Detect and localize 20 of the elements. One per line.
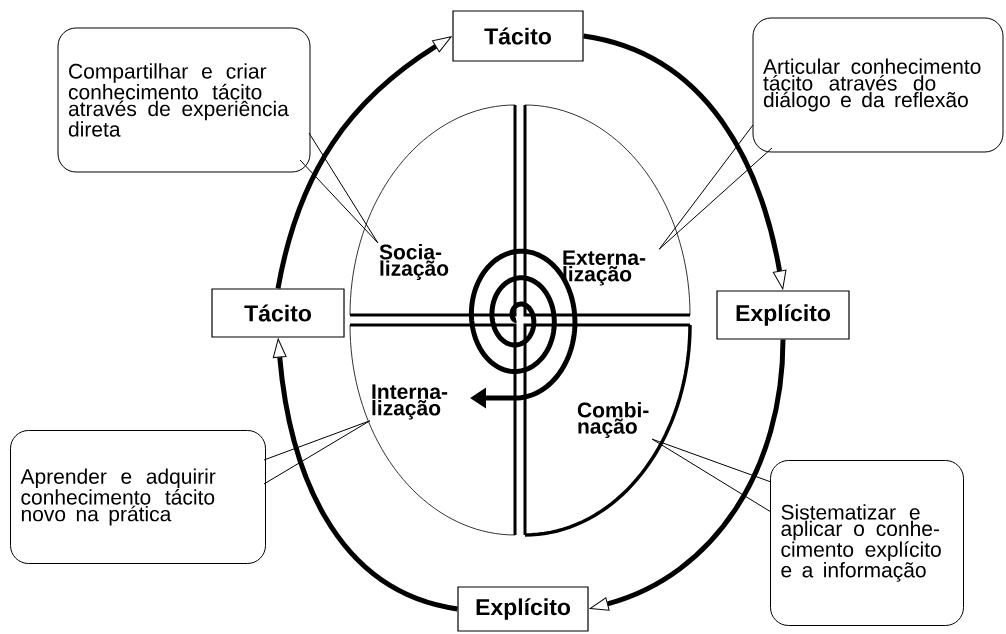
cycle-arrow: [275, 36, 452, 289]
speech-bubble: Articular conhecimento tácito através do diálogo e da reflexão: [752, 17, 1004, 153]
label-box: Explícito: [716, 290, 850, 340]
speech-bubble: Sistematizar e aplicar o conhe- cimento explícito e a informação: [770, 460, 964, 626]
cycle-arrow: [589, 339, 786, 611]
speech-bubble: Compartilhar e criar conhecimento tácito através de experiência direta: [57, 27, 311, 173]
quadrant-label: Externa- lização: [563, 250, 646, 286]
label-box: Tácito: [211, 288, 345, 338]
label-box: Explícito: [457, 586, 589, 632]
quadrant-label: Interna- lização: [372, 384, 448, 420]
callout-pointer: [263, 420, 371, 485]
quadrant-label: Combi- nação: [577, 402, 649, 438]
label-box: Tácito: [452, 10, 584, 62]
cycle-arrow: [583, 33, 787, 290]
callout-pointer: [299, 132, 379, 244]
quadrant-label: Socia- lização: [379, 244, 449, 280]
speech-bubble: Aprender e adquirir conhecimento tácito novo na prática: [10, 430, 266, 564]
callout-pointer: [658, 124, 773, 250]
cycle-arrow: [272, 338, 458, 612]
callout-pointer: [651, 438, 772, 513]
